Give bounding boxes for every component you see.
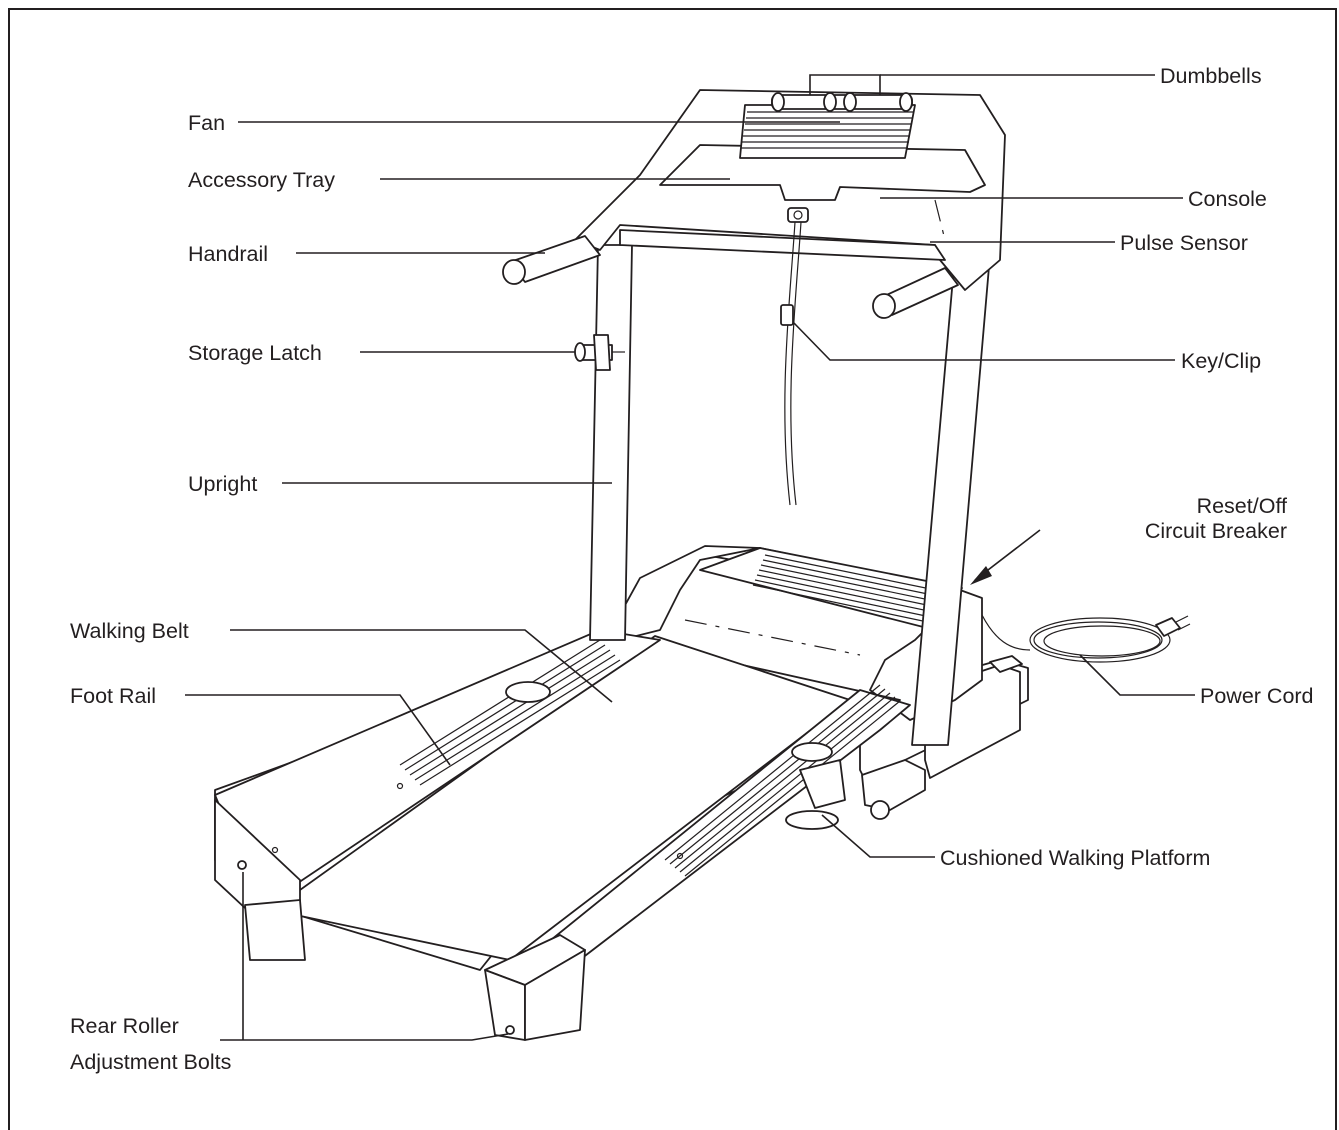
console-strip [619, 229, 946, 261]
left-adjustment-bolt [237, 860, 247, 870]
cushion-puck [799, 759, 846, 809]
dumbbells-illustration [771, 92, 913, 112]
key-slot [787, 207, 809, 223]
label-fan: Fan [188, 111, 225, 135]
dumbbells-leader-bracket [809, 74, 881, 95]
diagram-frame [8, 8, 1337, 1130]
label-key-clip: Key/Clip [1181, 349, 1261, 373]
treadmill-deck [214, 629, 911, 1041]
label-accessory-tray: Accessory Tray [188, 168, 335, 192]
key-clip-illustration [780, 221, 802, 506]
label-circuit-breaker: Circuit Breaker [1145, 519, 1287, 543]
foot-rail-leader [185, 694, 451, 766]
label-upright: Upright [188, 472, 257, 496]
labels: Dumbbells Fan Accessory Tray Console Han… [70, 64, 1314, 1074]
handrails [502, 235, 959, 319]
label-storage-latch: Storage Latch [188, 341, 322, 365]
label-cushioned-walking-platform: Cushioned Walking Platform [940, 846, 1210, 870]
console-assembly [574, 89, 1006, 291]
label-reset-off: Reset/Off [1197, 494, 1287, 518]
label-pulse-sensor: Pulse Sensor [1120, 231, 1248, 255]
left-upright [589, 244, 633, 641]
label-console: Console [1188, 187, 1267, 211]
label-adjustment-bolts: Adjustment Bolts [70, 1050, 231, 1074]
label-handrail: Handrail [188, 242, 268, 266]
storage-latch-illustration [574, 334, 625, 371]
label-power-cord: Power Cord [1200, 684, 1314, 708]
power-cord-leader [1079, 654, 1195, 696]
key-clip-leader [792, 321, 1175, 361]
label-foot-rail: Foot Rail [70, 684, 156, 708]
adjustment-bolts-leader [220, 1033, 509, 1041]
power-cord-illustration [981, 614, 1191, 663]
label-walking-belt: Walking Belt [70, 619, 189, 643]
leader-lines [185, 74, 1195, 1041]
right-rail-grooves [664, 684, 901, 877]
cushioned-platform-leader [821, 814, 935, 858]
right-adjustment-bolt [505, 1025, 515, 1035]
label-dumbbells: Dumbbells [1160, 64, 1262, 88]
label-rear-roller: Rear Roller [70, 1014, 179, 1038]
fan-grille [739, 104, 916, 159]
treadmill-illustration [214, 89, 1191, 1041]
walking-belt-leader [230, 629, 613, 703]
circuit-breaker-arrowhead [970, 566, 992, 585]
